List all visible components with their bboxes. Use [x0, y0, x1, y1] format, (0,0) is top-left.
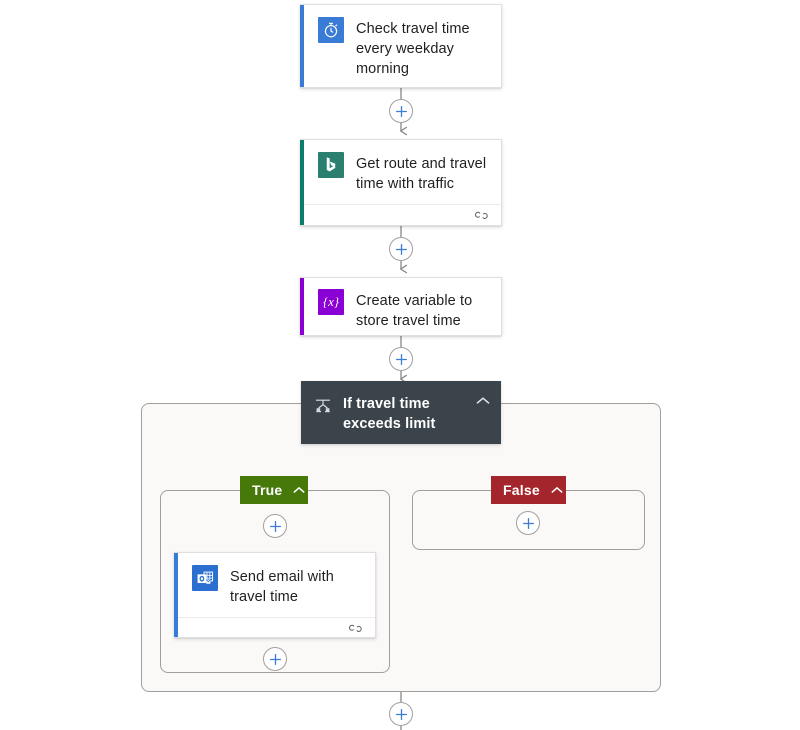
bing-maps-icon	[318, 152, 344, 178]
trigger-card-check-travel-time[interactable]: Check travel time every weekday morning	[300, 4, 502, 88]
variables-icon: {x}	[318, 289, 344, 315]
plus-icon	[395, 243, 407, 255]
card-accent-bar	[300, 5, 304, 87]
stopwatch-icon	[318, 17, 344, 43]
condition-header-if-travel-time[interactable]: If travel time exceeds limit	[301, 381, 501, 444]
plus-icon	[522, 517, 534, 529]
branch-badge-false[interactable]: False	[491, 476, 566, 504]
link-chain-icon[interactable]	[348, 622, 363, 640]
plus-icon	[269, 653, 281, 665]
card-accent-bar	[300, 140, 304, 225]
action-card-title: Get route and travel time with traffic	[356, 156, 487, 192]
action-card-send-email[interactable]: Send email with travel time	[174, 552, 376, 638]
plus-icon	[395, 708, 407, 720]
link-chain-icon[interactable]	[474, 209, 489, 227]
add-step-after-trigger[interactable]	[389, 99, 413, 123]
action-card-create-variable[interactable]: {x} Create variable to store travel time	[300, 277, 502, 336]
action-card-title: Send email with travel time	[230, 569, 334, 605]
variables-icon-glyph: {x}	[322, 294, 340, 309]
card-footer	[178, 617, 375, 644]
add-step-after-bing[interactable]	[389, 237, 413, 261]
chevron-up-icon[interactable]	[475, 393, 491, 406]
outlook-icon	[192, 565, 218, 591]
add-step-in-false[interactable]	[516, 511, 540, 535]
chevron-up-icon[interactable]	[292, 486, 306, 495]
card-accent-bar	[174, 553, 178, 637]
plus-icon	[395, 353, 407, 365]
branch-label-true: True	[252, 482, 283, 498]
chevron-up-icon[interactable]	[550, 486, 564, 495]
add-step-after-condition[interactable]	[389, 702, 413, 726]
branch-badge-true[interactable]: True	[240, 476, 308, 504]
add-step-after-variable[interactable]	[389, 347, 413, 371]
trigger-card-title: Check travel time every weekday morning	[356, 21, 470, 77]
card-footer	[304, 204, 501, 231]
action-card-get-route[interactable]: Get route and travel time with traffic	[300, 139, 502, 226]
card-accent-bar	[300, 278, 304, 335]
plus-icon	[269, 520, 281, 532]
branch-label-false: False	[503, 482, 540, 498]
action-card-title: Create variable to store travel time	[356, 293, 473, 329]
add-step-in-true-after-email[interactable]	[263, 647, 287, 671]
condition-title: If travel time exceeds limit	[343, 396, 436, 432]
add-step-in-true-before-email[interactable]	[263, 514, 287, 538]
plus-icon	[395, 105, 407, 117]
condition-icon	[313, 393, 333, 420]
